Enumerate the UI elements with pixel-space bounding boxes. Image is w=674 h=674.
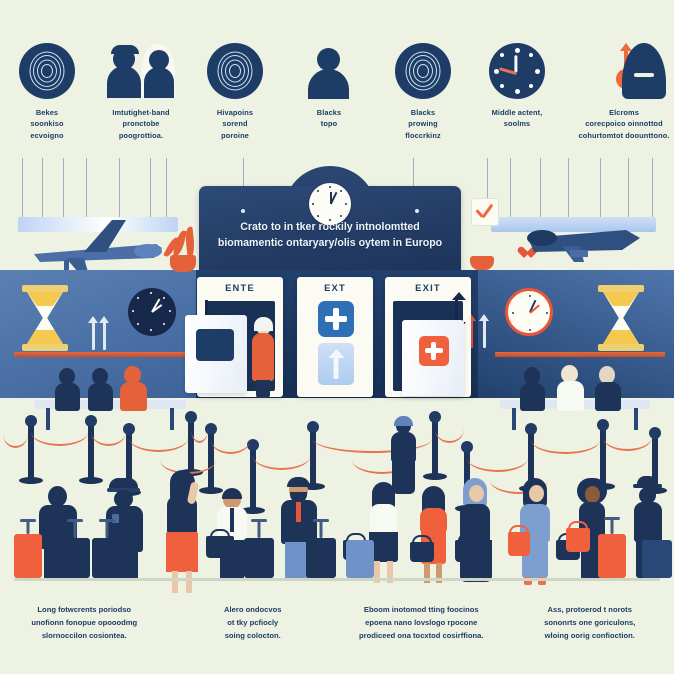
wall-shelf-left — [14, 352, 194, 357]
icon-label: Blacks prowing floccrkinz — [405, 108, 441, 140]
gate-exit-label: EXIT — [415, 282, 441, 293]
handbag-2 — [455, 540, 481, 562]
handbag-1 — [410, 542, 434, 562]
caption-2: Alero ondocvos ot tky pcfiocly soing col… — [224, 605, 282, 640]
bottom-caption-row: Long fotwcrents poriodso unofionn fonopu… — [0, 604, 674, 643]
plus-tile-red — [419, 336, 449, 366]
icon-column-4: Blacks topo — [282, 42, 376, 152]
floor-line — [14, 578, 660, 581]
airplane-icon-right — [527, 230, 640, 262]
hooded-figure-icon — [582, 42, 666, 100]
suitcase-navy-2 — [92, 519, 122, 578]
icon-column-3: Hivapoins sorend poroine — [188, 42, 282, 152]
fingerprint-icon — [206, 42, 264, 100]
icon-label: Elcroms corecpoico oinnottod cohurtomtot… — [578, 108, 670, 140]
gate-ext-label: EXT — [324, 282, 346, 293]
plus-tile-blue — [318, 301, 354, 337]
icon-column-6: Middle actent, soolms — [470, 42, 564, 152]
handbag-orange — [508, 532, 530, 556]
ceiling-light-bar-left — [18, 217, 178, 232]
person-silhouette-icon — [300, 42, 358, 100]
kiosk-left-screen[interactable] — [196, 329, 234, 361]
kiosk-right[interactable] — [402, 320, 464, 396]
checkmark-box-icon — [471, 198, 499, 226]
icon-label: Hivapoins sorend poroine — [216, 108, 254, 140]
caption-4: Ass, protoerod t norots sononrts one gor… — [544, 605, 636, 640]
wall-arrow-up-left-a — [88, 316, 98, 350]
suitcase-navy-4 — [306, 519, 336, 578]
icon-column-5: Blacks prowing floccrkinz — [376, 42, 470, 152]
suitcase-orange-1 — [14, 519, 42, 578]
kiosk-left[interactable] — [185, 315, 247, 393]
handbag-orange-2 — [566, 528, 590, 552]
icon-label: Middle actent, soolms — [491, 108, 543, 129]
gate-ext[interactable]: EXT — [297, 277, 373, 397]
fingerprint-icon — [18, 42, 76, 100]
wall-arrow-up-right-a — [466, 314, 476, 348]
wall-arrow-up-right-b — [479, 314, 489, 348]
icon-column-7: Elcroms corecpoico oinnottod cohurtomtot… — [564, 42, 674, 152]
airplane-icon-left — [34, 220, 162, 272]
suitcase-navy-5 — [642, 540, 672, 578]
ceiling-light-bar-right — [491, 217, 656, 232]
icon-label: Bekes soonkiso ecvoigno — [30, 108, 64, 140]
icon-label: Blacks topo — [316, 108, 342, 129]
top-icon-row: Bekes soonkiso ecvoigno Imtutighet-band … — [0, 42, 674, 152]
caption-1: Long fotwcrents poriodso unofionn fonopu… — [31, 605, 138, 640]
suitcase-navy-3 — [244, 519, 274, 578]
suitcase-navy-1 — [60, 519, 90, 578]
briefcase-1 — [206, 536, 234, 558]
suitcase-orange-2 — [598, 517, 626, 578]
double-arrow-icon-right — [452, 292, 466, 330]
banner-clock-icon — [309, 183, 351, 225]
suitcase-blue-1 — [346, 540, 374, 578]
hourglass-icon-left — [22, 285, 68, 351]
up-arrow-tile — [318, 343, 354, 385]
gate-enter-label: ENTE — [225, 282, 255, 293]
banner-headline: Crato to in tker rockily intnolomtted bi… — [217, 221, 443, 249]
wall-clock-left — [128, 288, 176, 336]
wall-arrow-up-left-b — [99, 316, 109, 350]
clock-icon — [488, 42, 546, 100]
fingerprint-icon — [394, 42, 452, 100]
icon-label: Imtutighet-band pronctobe poogrottioa. — [112, 108, 170, 140]
two-people-icon — [103, 42, 179, 100]
caption-3: Eboom inotomod tting foocinos epoena nan… — [359, 605, 484, 640]
icon-column-2: Imtutighet-band pronctobe poogrottioa. — [94, 42, 188, 152]
wall-clock-right — [505, 288, 553, 336]
wall-shelf-right — [495, 352, 665, 357]
hourglass-icon-right — [598, 285, 644, 351]
icon-column-1: Bekes soonkiso ecvoigno — [0, 42, 94, 152]
